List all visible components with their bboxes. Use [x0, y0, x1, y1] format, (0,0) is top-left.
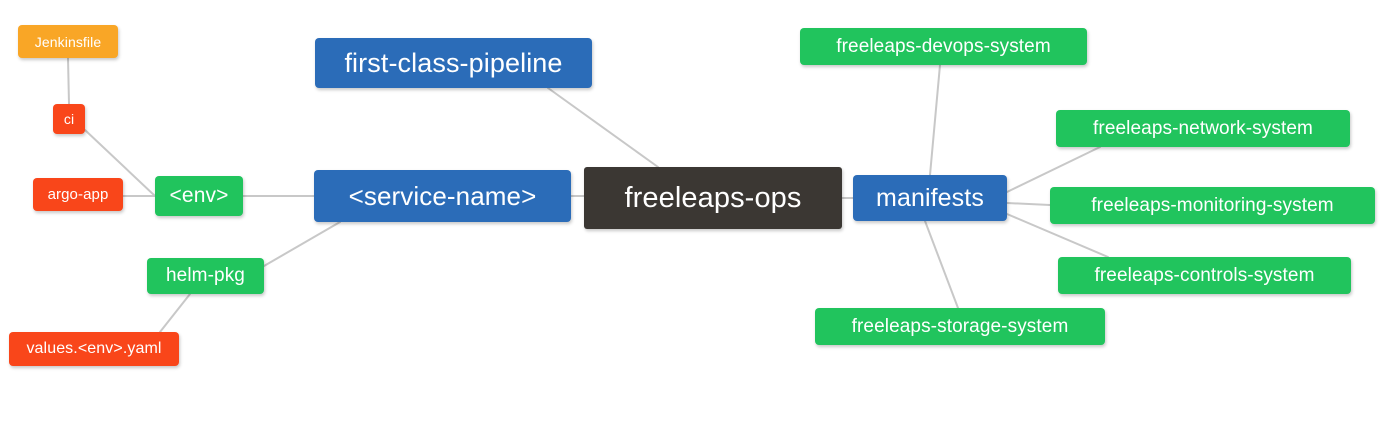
mindmap-node-label: ci — [63, 111, 75, 127]
mindmap-node-label: freeleaps-ops — [624, 181, 802, 214]
mindmap-node-label: freeleaps-network-system — [1093, 117, 1313, 139]
mindmap-node-ci[interactable]: ci — [53, 104, 85, 134]
mindmap-node-label: freeleaps-controls-system — [1094, 264, 1315, 286]
mindmap-node-freeleaps-ops[interactable]: freeleaps-ops — [584, 167, 842, 229]
mindmap-node-label: first-class-pipeline — [344, 47, 563, 78]
mindmap-node-service-name[interactable]: <service-name> — [314, 170, 571, 222]
mindmap-node-helm-pkg[interactable]: helm-pkg — [147, 258, 264, 294]
mindmap-node-label: helm-pkg — [166, 265, 245, 286]
mindmap-node-label: <env> — [169, 184, 229, 207]
mindmap-node-jenkinsfile[interactable]: Jenkinsfile — [18, 25, 118, 58]
mindmap-node-label: argo-app — [47, 186, 109, 203]
edge-ci-to-env — [84, 129, 156, 197]
mindmap-node-freeleaps-monitoring-system[interactable]: freeleaps-monitoring-system — [1050, 187, 1375, 224]
mindmap-node-label: freeleaps-storage-system — [851, 315, 1069, 337]
mindmap-node-manifests[interactable]: manifests — [853, 175, 1007, 221]
mindmap-node-label: freeleaps-monitoring-system — [1091, 194, 1334, 216]
edge-manifests-to-freeleaps-network-system — [1006, 146, 1101, 193]
mindmap-node-env[interactable]: <env> — [155, 176, 243, 216]
edge-helm-pkg-to-service-name — [263, 221, 341, 267]
mindmap-node-argo-app[interactable]: argo-app — [33, 178, 123, 211]
mindmap-node-freeleaps-devops-system[interactable]: freeleaps-devops-system — [800, 28, 1087, 65]
edge-manifests-to-freeleaps-storage-system — [924, 220, 959, 309]
edge-values-yaml-to-helm-pkg — [159, 293, 191, 333]
edge-manifests-to-freeleaps-controls-system — [1006, 213, 1109, 258]
mindmap-node-label: <service-name> — [348, 180, 537, 211]
mindmap-node-freeleaps-network-system[interactable]: freeleaps-network-system — [1056, 110, 1350, 147]
mindmap-node-first-class-pipeline[interactable]: first-class-pipeline — [315, 38, 592, 88]
edge-freeleaps-devops-system-to-manifests — [929, 64, 941, 176]
edge-jenkinsfile-to-ci — [67, 57, 70, 105]
mindmap-node-values-yaml[interactable]: values.<env>.yaml — [9, 332, 179, 366]
edge-manifests-to-freeleaps-monitoring-system — [1006, 202, 1051, 206]
mindmap-node-freeleaps-storage-system[interactable]: freeleaps-storage-system — [815, 308, 1105, 345]
mindmap-node-label: freeleaps-devops-system — [836, 35, 1051, 57]
mindmap-node-label: Jenkinsfile — [34, 33, 102, 50]
mindmap-node-label: values.<env>.yaml — [26, 340, 162, 357]
mindmap-node-label: manifests — [876, 183, 984, 212]
edge-first-class-pipeline-to-freeleaps-ops — [547, 87, 659, 168]
mindmap-node-freeleaps-controls-system[interactable]: freeleaps-controls-system — [1058, 257, 1351, 294]
